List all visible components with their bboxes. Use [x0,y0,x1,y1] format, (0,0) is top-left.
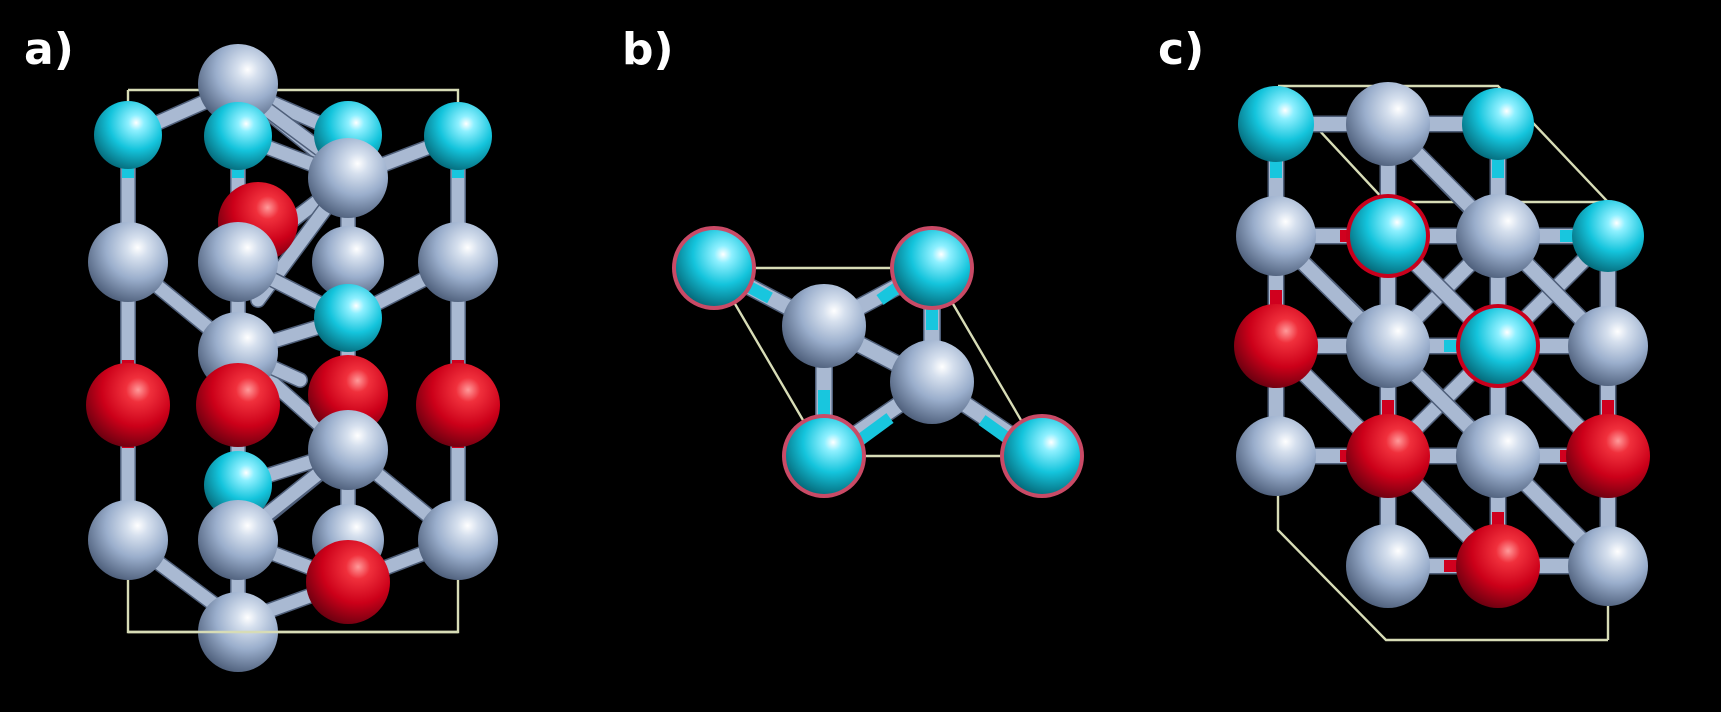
metal-atom [1568,526,1648,606]
metal-atom [1236,196,1316,276]
cyan-atom [1460,308,1536,384]
red-atom [196,363,280,447]
metal-atom [1568,306,1648,386]
structure-panel-c [1234,82,1650,642]
cyan-atom [314,284,382,352]
metal-atom [1346,304,1430,388]
cyan-atom [1238,86,1314,162]
metal-atom [88,500,168,580]
structure-panel-b [672,226,1084,498]
metal-atom [782,284,866,368]
cyan-atom [94,101,162,169]
red-atom [86,363,170,447]
cyan-atom [1462,88,1534,160]
metal-atom [308,410,388,490]
metal-atom [308,138,388,218]
cyan-atom [204,451,272,519]
panel-label-b: b) [622,24,674,75]
metal-atom [890,340,974,424]
red-atom [1346,414,1430,498]
red-atom [1234,304,1318,388]
cyan-atom [1572,200,1644,272]
cyan-atom [894,230,970,306]
metal-atom [1346,524,1430,608]
cyan-atom [424,102,492,170]
metal-atom [1236,416,1316,496]
red-atom [306,540,390,624]
metal-atom [312,226,384,298]
bond-color-segment [856,413,894,445]
metal-atom [418,222,498,302]
panel-label-c: c) [1158,24,1204,75]
structure-panel-a [86,44,500,672]
metal-atom [88,222,168,302]
cyan-atom [676,230,752,306]
metal-atom [198,222,278,302]
cyan-atom [204,102,272,170]
cyan-atom [1350,198,1426,274]
metal-atom [1456,414,1540,498]
cyan-atom [1004,418,1080,494]
red-atom [416,363,500,447]
red-atom [1566,414,1650,498]
cyan-atom [786,418,862,494]
metal-atom [1346,82,1430,166]
red-atom [1456,524,1540,608]
red-atom [308,355,388,435]
metal-atom [198,44,278,124]
metal-atom [1456,194,1540,278]
metal-atom [198,500,278,580]
metal-atom [418,500,498,580]
panel-label-a: a) [24,24,74,75]
